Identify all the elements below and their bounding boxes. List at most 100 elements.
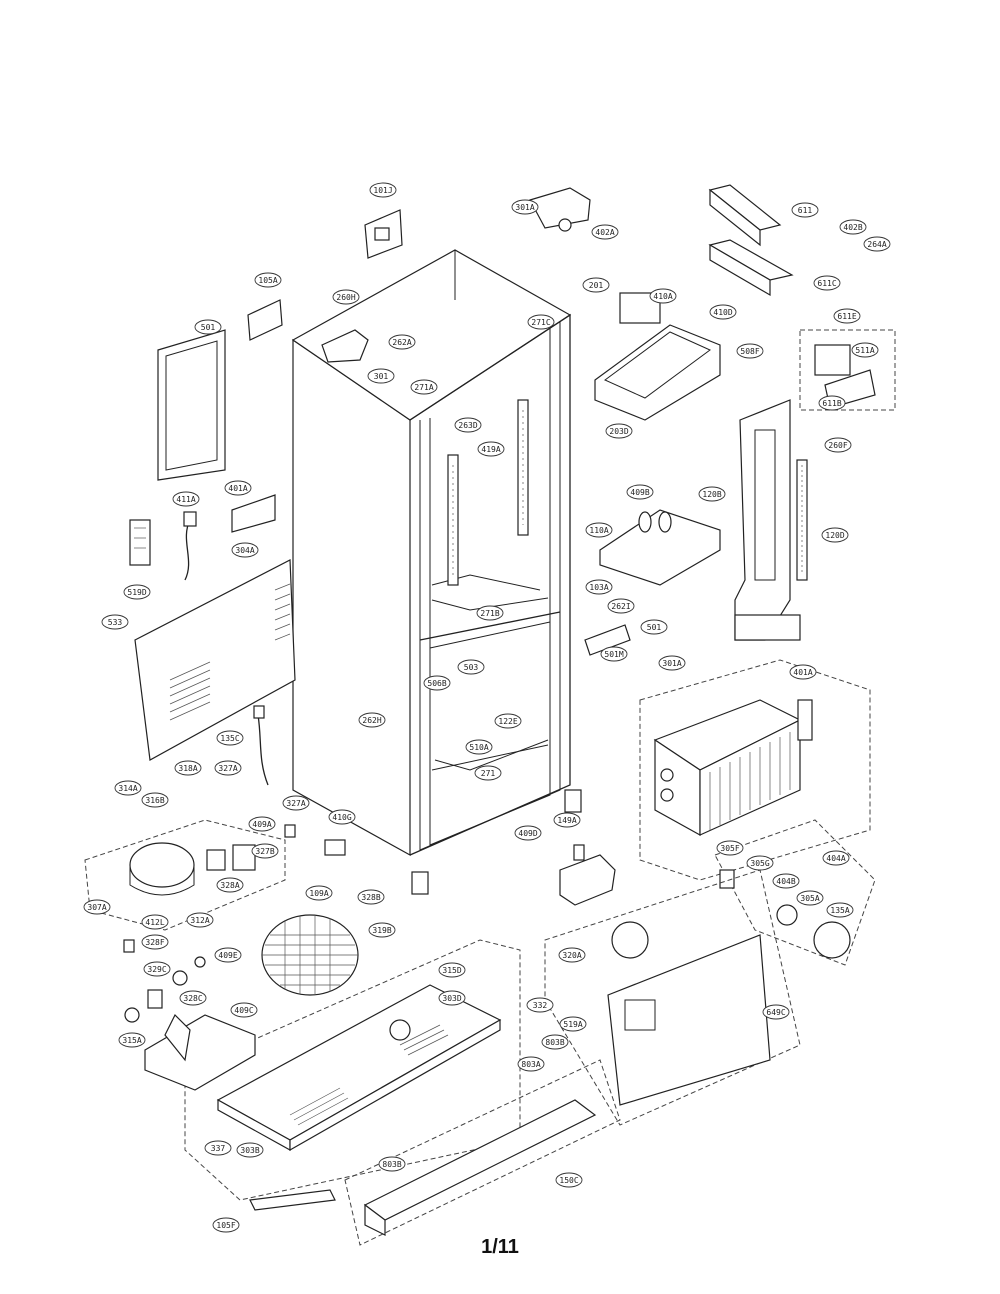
part-callout: 404A — [822, 850, 850, 866]
svg-text:501: 501 — [201, 323, 216, 332]
part-callout: 271B — [476, 605, 504, 621]
compressor-box — [84, 819, 286, 931]
part-callout: 101J — [369, 182, 397, 198]
part-callout: 271C — [527, 314, 555, 330]
part-callout: 409B — [626, 484, 654, 500]
svg-text:803B: 803B — [545, 1038, 564, 1047]
connector-519d — [129, 519, 151, 566]
svg-text:319B: 319B — [372, 926, 391, 935]
svg-text:519D: 519D — [127, 588, 146, 597]
svg-text:301: 301 — [374, 372, 389, 381]
relay-cover-103a — [231, 494, 276, 533]
svg-text:401A: 401A — [228, 484, 247, 493]
misc-small-parts — [123, 824, 346, 1023]
svg-text:404B: 404B — [776, 877, 795, 886]
condenser-coil — [261, 914, 359, 996]
part-callout: 803B — [378, 1156, 406, 1172]
part-callout: 305G — [746, 855, 774, 871]
part-callout: 135A — [826, 902, 854, 918]
evaporator-box — [639, 659, 871, 881]
part-callout: 402B — [839, 219, 867, 235]
cabinet-body — [291, 249, 582, 895]
part-callout: 611E — [833, 308, 861, 324]
part-callout: 122E — [494, 713, 522, 729]
svg-text:611C: 611C — [817, 279, 836, 288]
svg-text:611B: 611B — [822, 399, 841, 408]
control-box-508f — [594, 292, 721, 421]
svg-text:409D: 409D — [518, 829, 537, 838]
part-callout: 150C — [555, 1172, 583, 1188]
part-callout: 401A — [224, 480, 252, 496]
svg-text:508F: 508F — [740, 347, 759, 356]
svg-text:314A: 314A — [118, 784, 137, 793]
svg-text:412L: 412L — [145, 918, 164, 927]
part-callout: 260F — [824, 437, 852, 453]
door-gasket — [157, 329, 226, 481]
svg-text:312A: 312A — [190, 916, 209, 925]
part-callout: 262H — [358, 712, 386, 728]
svg-text:103A: 103A — [589, 583, 608, 592]
part-callout: 409A — [248, 816, 276, 832]
svg-text:318A: 318A — [178, 764, 197, 773]
svg-text:271A: 271A — [414, 383, 433, 392]
svg-text:262I: 262I — [611, 602, 630, 611]
part-callout: 305A — [796, 890, 824, 906]
heater-120d — [796, 459, 808, 581]
part-callout: 271A — [410, 379, 438, 395]
part-callout: 319B — [368, 922, 396, 938]
part-callout: 315A — [118, 1032, 146, 1048]
part-callout: 262A — [388, 334, 416, 350]
part-callout: 314A — [114, 780, 142, 796]
part-callout: 301 — [367, 368, 395, 384]
part-callout: 263D — [454, 417, 482, 433]
part-callout: 316B — [141, 792, 169, 808]
part-callout: 404B — [772, 873, 800, 889]
svg-text:328B: 328B — [361, 893, 380, 902]
svg-text:329C: 329C — [147, 965, 166, 974]
fan-box-305g — [714, 819, 876, 966]
part-callout: 328C — [179, 990, 207, 1006]
svg-text:301A: 301A — [662, 659, 681, 668]
part-callout: 328B — [357, 889, 385, 905]
svg-text:409E: 409E — [218, 951, 237, 960]
part-callout: 303D — [438, 990, 466, 1006]
svg-text:411A: 411A — [176, 495, 195, 504]
svg-text:262A: 262A — [392, 338, 411, 347]
part-callout: 501M — [600, 646, 628, 662]
part-callout: 327A — [282, 795, 310, 811]
fan-motor-box-611e — [799, 329, 896, 411]
svg-text:105A: 105A — [258, 276, 277, 285]
svg-text:264A: 264A — [867, 240, 886, 249]
svg-text:320A: 320A — [562, 951, 581, 960]
svg-text:410G: 410G — [332, 813, 351, 822]
svg-text:315D: 315D — [442, 966, 461, 975]
svg-text:203D: 203D — [609, 427, 628, 436]
svg-text:263D: 263D — [458, 421, 477, 430]
part-callout: 328F — [141, 934, 169, 950]
drain-hose — [253, 705, 269, 786]
svg-text:304A: 304A — [235, 546, 254, 555]
part-callout: 318A — [174, 760, 202, 776]
part-callout: 327B — [251, 843, 279, 859]
svg-text:303B: 303B — [240, 1146, 259, 1155]
fan-cover-150c — [544, 869, 801, 1126]
part-callout: 201 — [582, 277, 610, 293]
svg-text:328A: 328A — [220, 881, 239, 890]
small-bracket-105a — [247, 299, 283, 341]
part-callout: 649C — [762, 1004, 790, 1020]
part-callout: 410G — [328, 809, 356, 825]
part-callout: 410D — [709, 304, 737, 320]
svg-text:305F: 305F — [720, 844, 739, 853]
part-callout: 315D — [438, 962, 466, 978]
part-callout: 409D — [514, 825, 542, 841]
part-callout: 412L — [141, 914, 169, 930]
svg-text:109A: 109A — [309, 889, 328, 898]
svg-text:301A: 301A — [515, 203, 534, 212]
part-callout: 120D — [821, 527, 849, 543]
svg-text:409B: 409B — [630, 488, 649, 497]
part-callout: 301A — [511, 199, 539, 215]
part-callout: 262I — [607, 598, 635, 614]
svg-text:611E: 611E — [837, 312, 856, 321]
part-callout: 307A — [83, 899, 111, 915]
svg-text:404A: 404A — [826, 854, 845, 863]
